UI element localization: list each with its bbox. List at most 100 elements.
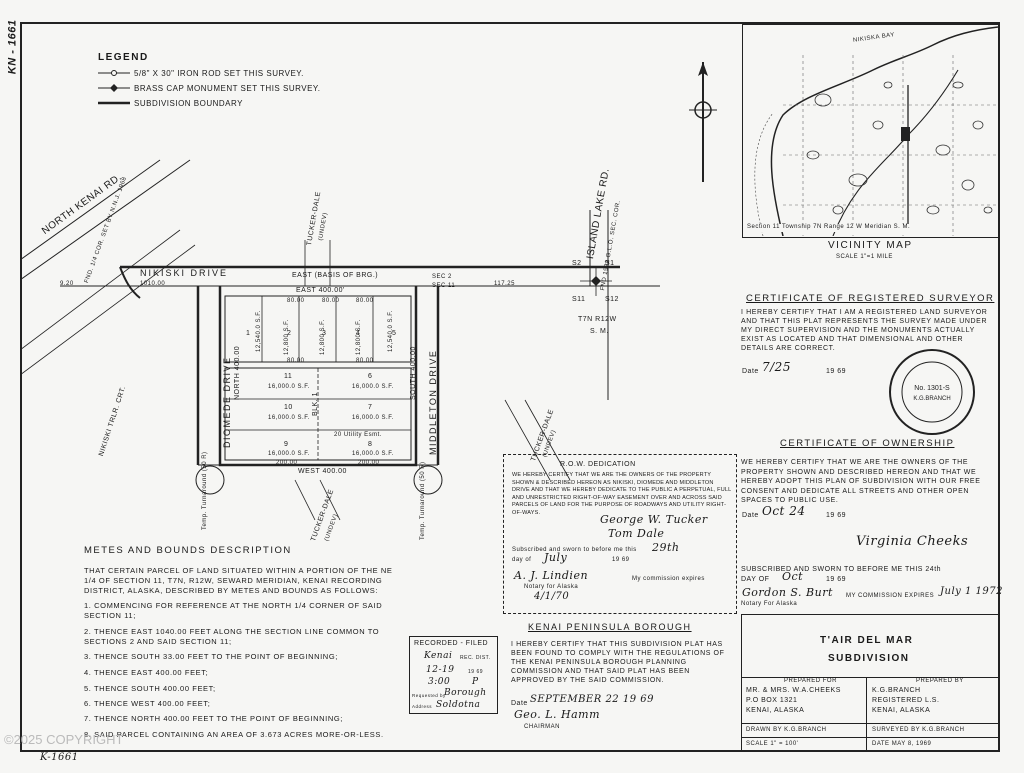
recorded-stamp: RECORDED - FILED Kenai REC. DIST. 12-19 … [409, 636, 498, 714]
metes-step-6: 6. THENCE WEST 400.00 FEET; [84, 699, 211, 708]
plat-drawing [20, 159, 660, 521]
lot-9-number: 9 [284, 441, 289, 448]
lot-7-number: 7 [368, 404, 373, 411]
vicinity-map-drawing [754, 26, 999, 237]
metes-intro: THAT CERTAIN PARCEL OF LAND SITUATED WIT… [84, 566, 393, 595]
borough-text: I HEREBY CERTIFY THAT THIS SUBDIVISION P… [511, 641, 725, 684]
notary-signature: Gordon S. Burt [742, 586, 833, 599]
borough-date-value: SEPTEMBER 22 19 69 [530, 694, 654, 705]
ownership-commission-date: July 1 1972 [940, 586, 1003, 597]
metes-step-4: 4. THENCE EAST 400.00 FEET; [84, 668, 209, 677]
temp-turnaround-west: Temp. Turnaround (50 R) [202, 451, 208, 530]
borough-chairman: CHAIRMAN [524, 724, 561, 730]
vicinity-map-title: VICINITY MAP [828, 240, 913, 251]
dist-920: 9.20 [60, 281, 74, 287]
prepared-by-line-3: KENAI, ALASKA [872, 707, 931, 714]
meridian-label: S. M. [590, 328, 609, 335]
lot-10-area: 16,000.0 S.F. [268, 415, 310, 421]
legend-item-brass-cap: BRASS CAP MONUMENT SET THIS SURVEY. [134, 84, 321, 93]
row-signature-1: George W. Tucker [600, 513, 708, 526]
lot-8-area: 16,000.0 S.F. [352, 451, 394, 457]
township-label: T7N R12W [578, 316, 617, 323]
row-signature-2: Tom Dale [608, 527, 665, 540]
recorded-pm: P [472, 677, 479, 687]
prepared-for-line-3: KENAI, ALASKA [746, 707, 805, 714]
row-day: 29th [652, 541, 680, 554]
title-block: T'AIR DEL MAR SUBDIVISION PREPARED FOR P… [741, 614, 1000, 752]
lot-4-number: 4 [356, 330, 361, 337]
vicinity-map-scale: SCALE 1"=1 MILE [836, 254, 893, 260]
lot-6-number: 6 [368, 373, 373, 380]
corner-s2: S2 [572, 260, 582, 267]
ownership-cert-text: WE HEREBY CERTIFY THAT WE ARE THE OWNERS… [741, 459, 981, 504]
ownership-date-year: 19 69 [826, 512, 847, 519]
ownership-year2: 19 69 [826, 576, 847, 583]
west-400-label: WEST 400.00 [298, 468, 347, 475]
corner-s11: S11 [572, 296, 586, 303]
prepared-by-label: PREPARED BY [916, 678, 964, 684]
surveyor-date-value: 7/25 [762, 360, 791, 374]
row-year: 19 69 [612, 557, 630, 563]
sheet-border [20, 22, 1000, 752]
row-dedication-text: WE HEREBY CERTIFY THAT WE ARE THE OWNERS… [512, 472, 732, 516]
ownership-subscribed: SUBSCRIBED AND SWORN TO BEFORE ME THIS 2… [741, 566, 942, 573]
lot-4-area: 12,800 S.F. [356, 319, 362, 355]
borough-signature: Geo. L. Hamm [514, 708, 601, 721]
recorded-requested-value: Borough [444, 688, 487, 698]
dim-80-4: 80.00 [287, 358, 305, 364]
legend-title: LEGEND [98, 52, 149, 63]
vicinity-map: NIKISKA BAY Section 11 Township 7N Range… [742, 24, 1000, 238]
lot-3-number: 3 [322, 330, 327, 337]
dim-80-2: 80.00 [322, 298, 340, 304]
utility-easement: 20 Utility Esmt. [334, 432, 383, 438]
dist-11725: 117.25 [494, 281, 515, 287]
dim-80-1: 80.00 [287, 298, 305, 304]
south-400-label: SOUTH 400.00 [410, 346, 417, 400]
scale-label: SCALE 1" = 100' [746, 741, 799, 747]
lot-1-area: 12,540.0 S.F. [256, 310, 262, 352]
recorded-year: 19 69 [468, 669, 484, 675]
bottom-code: K-1661 [40, 752, 79, 763]
vicinity-section-line: Section 11 Township 7N Range 12 W Meridi… [747, 224, 911, 232]
lot-5-number: 5 [392, 330, 397, 337]
row-notary: Notary for Alaska [524, 584, 579, 590]
dim-80-3: 80.00 [356, 298, 374, 304]
metes-step-7: 7. THENCE NORTH 400.00 FEET TO THE POINT… [84, 714, 343, 723]
subdivision-subtitle: SUBDIVISION [828, 653, 910, 664]
east-basis-label: EAST (BASIS OF BRG.) [292, 272, 379, 279]
lot-1-number: 1 [246, 330, 251, 337]
east-400-label: EAST 400.00' [296, 287, 345, 294]
recorded-district: Kenai [424, 651, 453, 661]
prepared-by-line-2: REGISTERED L.S. [872, 697, 940, 704]
legend-item-boundary: SUBDIVISION BOUNDARY [134, 99, 243, 108]
lot-8-width: 200.00 [358, 460, 380, 466]
north-arrow-icon [689, 62, 717, 182]
metes-step-3: 3. THENCE SOUTH 33.00 FEET TO THE POINT … [84, 652, 338, 661]
row-subscribed: Subscribed and sworn to before me this [512, 547, 637, 553]
surveyor-date-year: 19 69 [826, 368, 847, 375]
lot-2-area: 12,800 S.F. [284, 319, 290, 355]
dim-80-5: 80.00 [356, 358, 374, 364]
metes-step-2: 2. THENCE EAST 1040.00 FEET ALONG THE SE… [84, 627, 380, 646]
recorded-time: 3:00 [428, 677, 451, 687]
north-400-label: NORTH 400.00 [234, 345, 241, 400]
row-commission: My commission expires [632, 576, 705, 582]
legend-symbols [98, 70, 130, 105]
lot-11-area: 16,000.0 S.F. [268, 384, 310, 390]
ownership-date-label: Date [742, 512, 759, 519]
ownership-day-of: DAY OF [741, 576, 770, 583]
ownership-cert-title: CERTIFICATE OF OWNERSHIP [780, 438, 955, 449]
svg-text:K.G.BRANCH: K.G.BRANCH [913, 396, 950, 402]
lot-3-area: 12,800 S.F. [320, 319, 326, 355]
row-month: July [544, 551, 568, 564]
lot-9-width: 200.00 [276, 460, 298, 466]
dist-1010: 1010.00 [140, 281, 166, 287]
ownership-month: Oct [782, 570, 804, 583]
road-diomede: DIOMEDE DRIVE [222, 356, 232, 448]
lot-10-number: 10 [284, 404, 293, 411]
borough-date-label: Date [511, 700, 528, 707]
copyright-watermark: ©2025 COPYRIGHT [4, 732, 124, 747]
row-dedication-box: R.O.W. DEDICATION WE HEREBY CERTIFY THAT… [503, 454, 737, 614]
ownership-commission: MY COMMISSION EXPIRES [846, 593, 935, 599]
